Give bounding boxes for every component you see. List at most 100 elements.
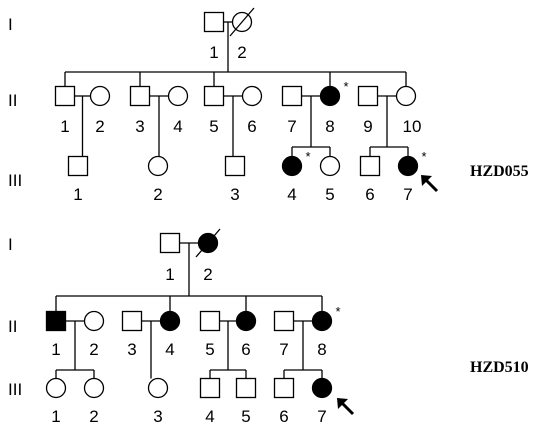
individual-number: 2 bbox=[153, 185, 162, 204]
individual-number: 2 bbox=[95, 117, 104, 136]
male-individual-square bbox=[281, 85, 303, 107]
individual-number: 5 bbox=[241, 407, 250, 426]
circle-symbol bbox=[397, 155, 419, 177]
carrier-star-marker: * bbox=[336, 304, 341, 319]
circle-symbol bbox=[147, 377, 169, 399]
generation-label: II bbox=[8, 91, 17, 110]
square-symbol bbox=[199, 310, 221, 332]
male-individual-square bbox=[359, 155, 381, 177]
individual-number: 1 bbox=[73, 185, 82, 204]
individual-number: 2 bbox=[89, 407, 98, 426]
square-symbol bbox=[159, 232, 181, 254]
family-id-label: HZD055 bbox=[470, 163, 529, 180]
individual-number: 6 bbox=[365, 185, 374, 204]
female-individual-circle bbox=[241, 85, 263, 107]
male-individual-square bbox=[159, 232, 181, 254]
individual-number: 10 bbox=[403, 117, 422, 136]
circle-symbol bbox=[89, 85, 111, 107]
male-individual-square bbox=[273, 310, 295, 332]
carrier-star-marker: * bbox=[422, 149, 427, 164]
individual-number: 7 bbox=[317, 407, 326, 426]
square-symbol bbox=[273, 310, 295, 332]
female-individual-circle bbox=[159, 310, 181, 332]
pedigree-lines bbox=[55, 21, 409, 379]
square-symbol bbox=[273, 377, 295, 399]
deceased-slash bbox=[229, 7, 255, 37]
circle-symbol bbox=[319, 85, 341, 107]
circle-symbol bbox=[311, 310, 333, 332]
male-individual-square bbox=[224, 155, 246, 177]
female-individual-circle bbox=[281, 155, 303, 177]
individual-number: 4 bbox=[287, 185, 296, 204]
individual-number: 6 bbox=[247, 117, 256, 136]
female-individual-circle bbox=[311, 310, 333, 332]
square-symbol bbox=[199, 377, 221, 399]
individual-number: 9 bbox=[363, 117, 372, 136]
individual-number: 2 bbox=[89, 340, 98, 359]
female-individual-circle bbox=[311, 377, 333, 399]
female-individual-circle bbox=[45, 377, 67, 399]
individual-number: 8 bbox=[325, 117, 334, 136]
individual-number: 3 bbox=[127, 340, 136, 359]
arrow-head bbox=[421, 175, 432, 186]
male-individual-square bbox=[121, 310, 143, 332]
male-individual-square bbox=[129, 85, 151, 107]
individual-number: 1 bbox=[51, 407, 60, 426]
female-individual-circle bbox=[397, 155, 419, 177]
male-individual-square bbox=[199, 310, 221, 332]
individual-number: 2 bbox=[237, 43, 246, 62]
square-symbol bbox=[359, 155, 381, 177]
individual-number: 7 bbox=[403, 185, 412, 204]
square-symbol bbox=[203, 85, 225, 107]
male-individual-square bbox=[45, 310, 67, 332]
male-individual-square bbox=[54, 85, 76, 107]
square-symbol bbox=[121, 310, 143, 332]
individual-number: 2 bbox=[203, 265, 212, 284]
generation-label: I bbox=[8, 15, 13, 34]
individual-number: 1 bbox=[165, 265, 174, 284]
generation-label: III bbox=[8, 171, 22, 190]
square-symbol bbox=[281, 85, 303, 107]
circle-symbol bbox=[319, 155, 341, 177]
circle-symbol bbox=[241, 85, 263, 107]
female-individual-circle bbox=[395, 85, 417, 107]
female-individual-circle bbox=[83, 377, 105, 399]
individual-number: 1 bbox=[209, 43, 218, 62]
individual-number: 3 bbox=[135, 117, 144, 136]
male-individual-square bbox=[357, 85, 379, 107]
carrier-star-marker: * bbox=[344, 79, 349, 94]
individual-number: 4 bbox=[165, 340, 174, 359]
individual-number: 4 bbox=[205, 407, 214, 426]
female-individual-circle bbox=[229, 7, 255, 37]
deceased-slash bbox=[195, 228, 221, 258]
individual-number: 8 bbox=[317, 340, 326, 359]
female-individual-circle bbox=[89, 85, 111, 107]
circle-symbol bbox=[147, 155, 169, 177]
carrier-star-marker: * bbox=[306, 149, 311, 164]
square-symbol bbox=[235, 377, 257, 399]
male-individual-square bbox=[203, 85, 225, 107]
circle-symbol bbox=[159, 310, 181, 332]
female-individual-circle bbox=[319, 155, 341, 177]
circle-symbol bbox=[167, 85, 189, 107]
square-symbol bbox=[203, 11, 225, 33]
circle-symbol bbox=[235, 310, 257, 332]
female-individual-circle bbox=[147, 155, 169, 177]
individual-number: 6 bbox=[279, 407, 288, 426]
male-individual-square bbox=[235, 377, 257, 399]
circle-symbol bbox=[83, 310, 105, 332]
male-individual-square bbox=[273, 377, 295, 399]
circle-symbol bbox=[45, 377, 67, 399]
male-individual-square bbox=[67, 155, 89, 177]
female-individual-circle bbox=[83, 310, 105, 332]
female-individual-circle bbox=[167, 85, 189, 107]
square-symbol bbox=[357, 85, 379, 107]
female-individual-circle bbox=[235, 310, 257, 332]
circle-symbol bbox=[395, 85, 417, 107]
individual-number: 7 bbox=[279, 340, 288, 359]
circle-symbol bbox=[311, 377, 333, 399]
square-symbol bbox=[129, 85, 151, 107]
pedigree-symbols bbox=[45, 7, 439, 416]
